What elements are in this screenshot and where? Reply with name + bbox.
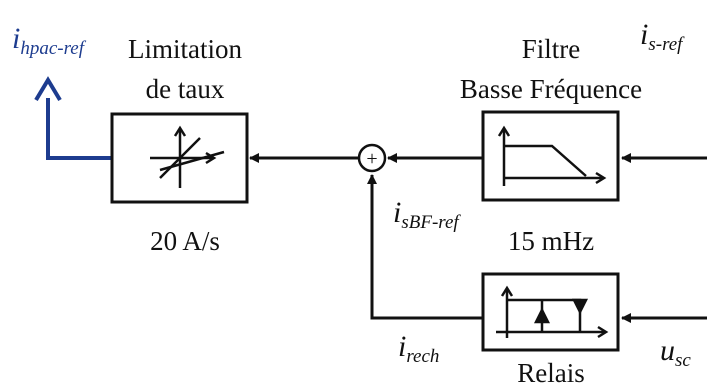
rate-limiter-title-line1: Limitation bbox=[128, 34, 242, 64]
filter-title-line1: Filtre bbox=[522, 34, 581, 64]
lowpass-response-icon bbox=[497, 125, 607, 186]
rate-limiter-param: 20 A/s bbox=[150, 226, 220, 256]
summer-plus-sign: + bbox=[366, 148, 377, 170]
lowpass-filter-block bbox=[481, 110, 620, 202]
relay-title: Relais bbox=[517, 358, 585, 388]
recharge-signal-label: irech bbox=[398, 330, 439, 367]
rate-limiter-block bbox=[110, 112, 249, 204]
summing-junction: + bbox=[357, 143, 387, 173]
output-signal-label: ihpac-ref bbox=[12, 22, 87, 59]
relay-block bbox=[481, 272, 620, 352]
rate-limiter-title-line2: de taux bbox=[146, 74, 225, 104]
filtered-signal-label: isBF-ref bbox=[393, 196, 461, 233]
relay-to-summer-arrow bbox=[367, 174, 483, 320]
voltage-signal-label: usc bbox=[660, 334, 691, 371]
filter-param: 15 mHz bbox=[508, 226, 594, 256]
filter-title-line2: Basse Fréquence bbox=[460, 74, 642, 104]
hysteresis-icon bbox=[496, 285, 609, 339]
output-signal-line bbox=[34, 76, 112, 160]
source-signal-label: is-ref bbox=[640, 18, 685, 55]
rate-limiter-symbol-icon bbox=[150, 125, 225, 188]
